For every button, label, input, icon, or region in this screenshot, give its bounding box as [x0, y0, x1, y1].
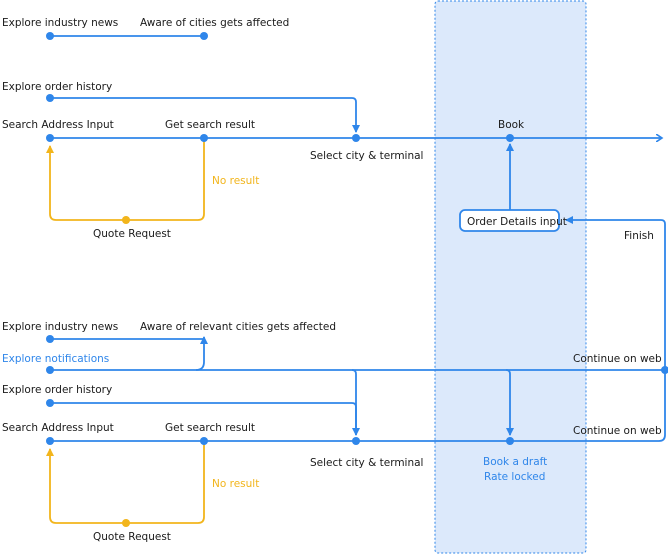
node-bottom-history-start: [46, 399, 54, 407]
node-bottom-search-input: [46, 437, 54, 445]
label-top-select-city: Select city & terminal: [310, 150, 423, 162]
node-bottom-notif-end: [661, 366, 668, 374]
label-bottom-explore-news: Explore industry news: [2, 321, 118, 333]
node-top-news-start: [46, 32, 54, 40]
bottom-notif-to-select: [351, 369, 360, 436]
label-top-search-input: Search Address Input: [2, 119, 114, 131]
label-bottom-rate-locked: Rate locked: [484, 471, 545, 483]
bottom-notif-to-draft: [505, 369, 514, 436]
web-booking-region: [434, 0, 587, 554]
label-bottom-continue-web-2: Continue on web: [573, 425, 662, 437]
bottom-continue-web-path: [658, 370, 666, 442]
label-top-explore-news: Explore industry news: [2, 17, 118, 29]
label-bottom-search-input: Search Address Input: [2, 422, 114, 434]
bottom-history-path: [50, 402, 357, 435]
label-top-no-result: No result: [212, 175, 259, 187]
label-top-quote-request: Quote Request: [93, 228, 171, 240]
label-bottom-get-result: Get search result: [165, 422, 255, 434]
label-bottom-continue-web-1: Continue on web: [573, 353, 662, 365]
label-bottom-aware-cities: Aware of relevant cities gets affected: [140, 321, 336, 333]
label-top-explore-history: Explore order history: [2, 81, 112, 93]
label-bottom-book-draft: Book a draft: [483, 456, 547, 468]
label-bottom-quote-request: Quote Request: [93, 531, 171, 543]
label-bottom-explore-history: Explore order history: [2, 384, 112, 396]
node-top-news-end: [200, 32, 208, 40]
node-bottom-news-start: [46, 335, 54, 343]
node-top-search-input: [46, 134, 54, 142]
node-top-history-start: [46, 94, 54, 102]
bottom-no-result-loop: [46, 441, 205, 524]
node-top-quote-request: [122, 216, 130, 224]
top-finish-path: [565, 216, 666, 369]
bottom-nodes: [46, 335, 668, 445]
node-bottom-select-city: [352, 437, 360, 445]
label-top-aware-cities: Aware of cities gets affected: [140, 17, 289, 29]
node-top-book: [506, 134, 514, 142]
label-bottom-no-result: No result: [212, 478, 259, 490]
label-top-finish: Finish: [624, 230, 654, 242]
label-top-get-result: Get search result: [165, 119, 255, 131]
bottom-notif-to-aware: [195, 336, 208, 371]
label-bottom-select-city: Select city & terminal: [310, 457, 423, 469]
top-history-path: [50, 97, 360, 133]
label-bottom-explore-notifications: Explore notifications: [2, 353, 109, 365]
top-no-result-loop: [46, 138, 205, 221]
order-details-box[interactable]: [459, 209, 560, 232]
top-nodes: [46, 32, 514, 142]
node-bottom-book-draft: [506, 437, 514, 445]
label-top-book: Book: [498, 119, 525, 131]
label-top-order-details[interactable]: Order Details input: [467, 216, 567, 228]
node-bottom-quote-request: [122, 519, 130, 527]
node-top-get-result: [200, 134, 208, 142]
node-bottom-get-result: [200, 437, 208, 445]
node-bottom-notif-start: [46, 366, 54, 374]
node-top-select-city: [352, 134, 360, 142]
